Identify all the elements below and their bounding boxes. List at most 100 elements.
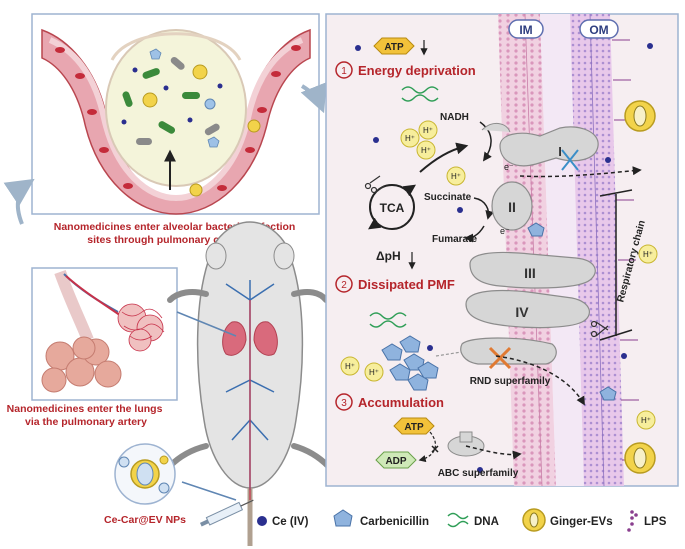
succinate-label: Succinate <box>424 192 472 203</box>
complex-iii <box>469 251 596 289</box>
im-label: IM <box>519 23 532 37</box>
carbenicillin-icon <box>333 509 353 527</box>
atp-top: ATP <box>373 37 428 56</box>
complex-ii-label: II <box>508 199 516 215</box>
step-3-num: 3 <box>341 398 347 409</box>
legend: Ce (IV) Carbenicillin DNA Ginger-EVs LPS <box>257 508 667 532</box>
capillary-panel <box>31 13 320 215</box>
complex-i-label: I <box>558 144 562 159</box>
ginger-ev-icon <box>522 508 546 532</box>
dna-icon <box>447 512 469 528</box>
step-3-circle <box>335 393 353 411</box>
electron-label-2: e⁻ <box>500 226 510 236</box>
step-1-num: 1 <box>341 66 347 77</box>
svg-text:LPS: LPS <box>644 516 667 528</box>
svg-text:H⁺: H⁺ <box>451 172 461 181</box>
dna-icon-2 <box>369 312 407 328</box>
lung-panel <box>31 267 178 401</box>
syringe-icon <box>199 499 254 527</box>
complex-iii-label: III <box>524 265 536 281</box>
lung-caption: Nanomedicines enter the lungs via the pu… <box>7 403 166 428</box>
legend-item-dna: DNA <box>447 512 499 528</box>
svg-text:Carbenicillin: Carbenicillin <box>360 516 429 528</box>
svg-text:H⁺: H⁺ <box>345 362 355 371</box>
curve-arrow-to-capillary <box>3 178 35 225</box>
electron-label-1: e⁻ <box>504 162 514 172</box>
ginger-ev-right-1 <box>624 100 656 132</box>
lps-strands <box>612 39 640 461</box>
svg-text:H⁺: H⁺ <box>643 250 653 259</box>
inner-membrane <box>498 14 556 486</box>
step-2-label: Dissipated PMF <box>358 277 455 292</box>
svg-text:Ginger-EVs: Ginger-EVs <box>550 516 613 528</box>
adp-badge: ADP <box>375 451 417 469</box>
svg-text:H⁺: H⁺ <box>369 368 379 377</box>
svg-text:H⁺: H⁺ <box>641 416 651 425</box>
block-x-icon <box>431 445 439 453</box>
scissors-icon-3 <box>590 320 609 338</box>
electron-path-arrow <box>519 166 642 178</box>
succinate-arrow <box>473 197 495 220</box>
step-2-circle <box>335 275 353 293</box>
carbenicillin-cluster <box>381 222 617 401</box>
abc-efflux-arrow <box>465 445 522 460</box>
legend-item-ginger-ev: Ginger-EVs <box>522 508 613 532</box>
ce-dots <box>355 43 653 473</box>
fumarate-arrow <box>464 225 485 243</box>
complex-iv <box>465 289 590 329</box>
atp-top-label: ATP <box>384 42 404 53</box>
svg-text:H⁺: H⁺ <box>421 146 431 155</box>
legend-item-ce: Ce (IV) <box>257 516 309 528</box>
mouse-lungs <box>222 321 278 356</box>
ce-dot-icon <box>257 516 267 526</box>
rnd-efflux-arrow <box>495 355 585 406</box>
step-1-label: Energy deprivation <box>358 63 476 78</box>
mouse-illustration <box>167 221 331 546</box>
respiratory-bracket <box>599 189 633 341</box>
svg-text:H⁺: H⁺ <box>405 134 415 143</box>
bacteria-cluster <box>121 48 223 148</box>
om-label: OM <box>589 23 608 37</box>
rnd-label: RND superfamily <box>470 376 551 387</box>
svg-text:DNA: DNA <box>474 516 499 528</box>
atp-bottom-label: ATP <box>404 422 424 433</box>
nanoparticle-zoom <box>114 443 176 505</box>
np-label: Ce-Car@EV NPs <box>104 514 186 526</box>
alveolus-sac <box>105 29 247 187</box>
delta-ph-label: ΔpH <box>376 249 401 263</box>
step-2-num: 2 <box>341 280 347 291</box>
svg-text:H⁺: H⁺ <box>423 126 433 135</box>
complex-ii <box>491 181 533 231</box>
scissors-icon-2 <box>561 149 579 171</box>
nadh-label: NADH <box>440 112 469 123</box>
tca-cycle <box>368 184 416 230</box>
np-connector <box>181 481 237 501</box>
proton-ions: H⁺ H⁺ H⁺ H⁺ H⁺ H⁺ H⁺ H⁺ <box>340 120 658 430</box>
arrow-to-right-panel <box>300 82 327 114</box>
fumarate-label: Fumarate <box>432 234 477 245</box>
abc-label: ABC superfamily <box>438 468 519 479</box>
rnd-pump <box>460 337 557 370</box>
im-badge <box>508 19 544 39</box>
dna-icon-1 <box>401 86 439 102</box>
step-3-label: Accumulation <box>358 395 444 410</box>
atp-bottom: ATP <box>393 417 435 435</box>
om-badge <box>579 19 619 39</box>
step-1-circle <box>335 61 353 79</box>
adp-label: ADP <box>385 456 406 467</box>
nadh-arrow <box>479 121 492 162</box>
legend-item-lps: LPS <box>627 510 667 532</box>
lps-icon <box>627 510 638 532</box>
capillary-net <box>117 303 165 352</box>
alveoli-cluster <box>41 336 122 393</box>
complex-iv-label: IV <box>515 304 529 320</box>
svg-text:Ce (IV): Ce (IV) <box>272 516 309 528</box>
red-blood-cells <box>55 45 301 191</box>
lung-connector <box>176 311 237 337</box>
scissors-icon-1 <box>364 175 385 194</box>
tca-to-nadh-arrow <box>419 142 469 173</box>
ginger-ev-right-2 <box>624 442 656 474</box>
tca-label: TCA <box>380 201 405 215</box>
legend-item-carbenicillin: Carbenicillin <box>333 509 429 528</box>
